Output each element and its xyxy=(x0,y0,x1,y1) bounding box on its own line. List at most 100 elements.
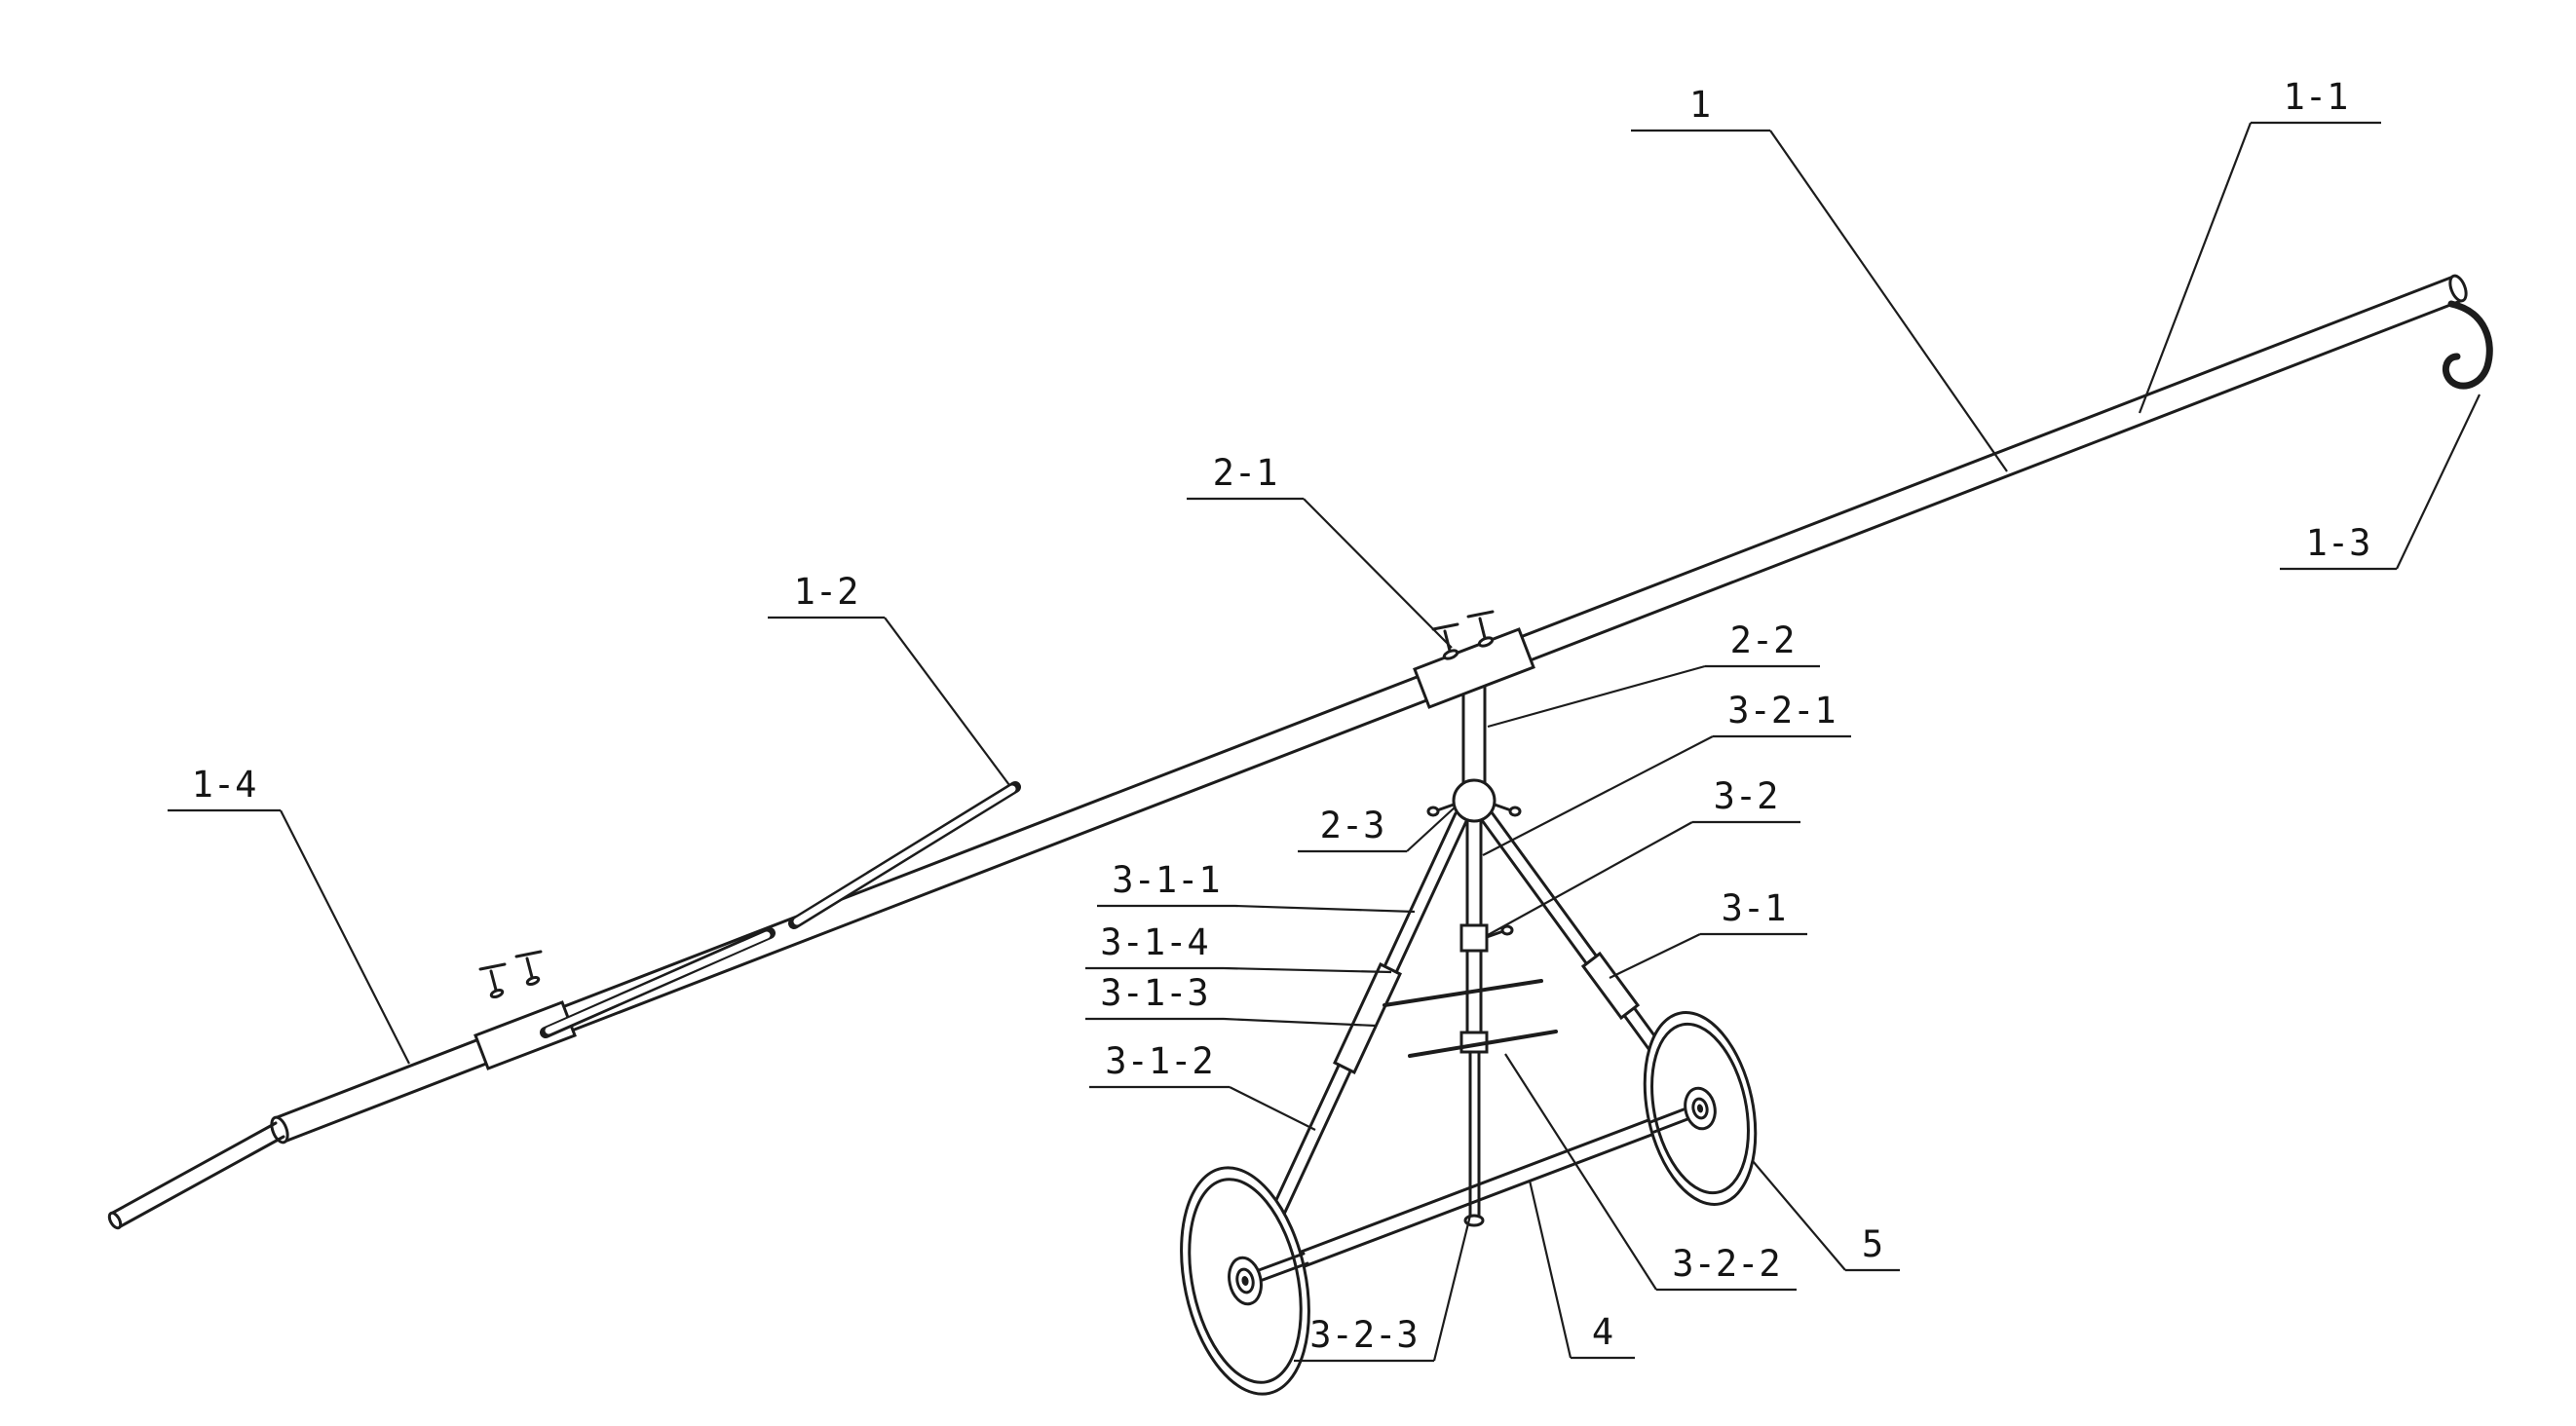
leader-line xyxy=(1528,1180,1572,1359)
part-label: 2-3 xyxy=(1320,805,1385,846)
right-leg-sleeve xyxy=(1580,951,1641,1021)
part-label: 4 xyxy=(1592,1311,1613,1353)
screw-base-icon xyxy=(525,975,541,987)
part-label: 1-3 xyxy=(2306,522,2371,564)
part-label: 2-2 xyxy=(1730,619,1796,661)
callout-1-4: 1-4 xyxy=(168,764,410,1065)
screw-base-icon xyxy=(1500,924,1514,936)
callout-1-1: 1-1 xyxy=(2138,76,2381,414)
leader-line xyxy=(1303,498,1453,649)
extension-clamp xyxy=(474,950,577,1070)
spreader-bars xyxy=(1383,979,1558,1058)
leader-line xyxy=(1487,664,1706,729)
part-label: 1-4 xyxy=(192,764,257,806)
left-leg xyxy=(1242,811,1469,1277)
support-post xyxy=(1461,680,1487,787)
part-label: 1-1 xyxy=(2284,76,2349,118)
collar-wing-screw xyxy=(1485,929,1505,939)
boom-top-cap xyxy=(2448,274,2468,303)
screw-base-icon xyxy=(1442,649,1459,660)
leader-line xyxy=(1223,1017,1377,1028)
spreader-bar-tubes xyxy=(1383,979,1558,1058)
callout-3-1-4: 3-1-4 xyxy=(1085,921,1392,974)
extension-clamp-screws xyxy=(478,950,543,995)
callout-2-2: 2-2 xyxy=(1487,619,1820,729)
leader-line xyxy=(1432,1215,1472,1362)
leader-line xyxy=(2138,122,2253,414)
part-label: 1-2 xyxy=(794,571,859,613)
leader-line xyxy=(1609,933,1701,979)
callout-1-2: 1-2 xyxy=(768,571,1010,786)
center-leg xyxy=(1459,816,1514,1227)
callout-2-1: 2-1 xyxy=(1187,452,1453,649)
callout-3-2-2: 3-2-2 xyxy=(1504,1053,1797,1292)
callout-5: 5 xyxy=(1752,1160,1900,1272)
callout-3-1-3: 3-1-3 xyxy=(1085,972,1377,1028)
leader-line xyxy=(1223,966,1392,974)
apparatus xyxy=(107,274,2493,1396)
callout-3-2: 3-2 xyxy=(1487,775,1800,936)
part-label: 3-2-2 xyxy=(1672,1243,1780,1285)
screw-base-icon xyxy=(1477,636,1495,648)
extension-tube-edges xyxy=(109,1121,285,1229)
leader-line xyxy=(884,617,1010,786)
part-label: 3-2-3 xyxy=(1309,1314,1418,1356)
part-label: 3-2 xyxy=(1714,775,1779,817)
right-hub-center xyxy=(1696,1104,1704,1113)
extension-end-cap xyxy=(107,1211,123,1230)
ball-wing-screws xyxy=(1435,803,1513,812)
leader-line xyxy=(1752,1160,1846,1271)
center-leg-inner-tube xyxy=(1468,1050,1481,1220)
callout-2-3: 2-3 xyxy=(1298,805,1456,853)
leader-line xyxy=(1229,1086,1316,1131)
leader-line xyxy=(1487,821,1693,936)
leader-line xyxy=(1406,807,1456,852)
part-label: 3-1 xyxy=(1722,887,1787,929)
ball-joint xyxy=(1426,778,1522,823)
right-wheel xyxy=(1643,1011,1758,1206)
axle xyxy=(1240,1100,1705,1290)
leader-line xyxy=(1482,735,1714,856)
part-label: 5 xyxy=(1862,1223,1883,1265)
callout-3-1-1: 3-1-1 xyxy=(1097,859,1416,914)
hook xyxy=(2442,300,2493,390)
leader-line xyxy=(1234,904,1416,914)
part-label: 3-1-4 xyxy=(1100,921,1208,963)
part-label: 3-1-3 xyxy=(1100,972,1208,1014)
center-leg-upper-collar xyxy=(1459,923,1489,953)
boom-extension xyxy=(107,1121,285,1230)
callout-3-1-2: 3-1-2 xyxy=(1089,1040,1316,1131)
callout-1-3: 1-3 xyxy=(2280,394,2481,571)
callout-3-1: 3-1 xyxy=(1609,887,1807,979)
part-label: 2-1 xyxy=(1213,452,1278,494)
axle-tube xyxy=(1240,1100,1705,1290)
left-axle-stub xyxy=(1257,1252,1309,1282)
callout-3-2-1: 3-2-1 xyxy=(1482,690,1851,856)
leader-line xyxy=(2396,394,2481,570)
post-tube xyxy=(1461,680,1487,787)
part-label: 3-2-1 xyxy=(1727,690,1836,732)
boom-hook xyxy=(2442,300,2493,390)
boom-tube-edges xyxy=(273,275,2465,1144)
left-leg-sleeve xyxy=(1333,961,1402,1075)
leader-line xyxy=(1504,1053,1657,1291)
screw-base-icon xyxy=(1426,806,1440,817)
left-hub-center xyxy=(1241,1276,1249,1286)
screw-base-icon xyxy=(1508,806,1522,817)
callouts: 1 1-1 1-3 2-1 1-2 2-2 xyxy=(168,76,2481,1363)
leader-line xyxy=(1769,130,2008,472)
screw-base-icon xyxy=(489,988,505,999)
part-label: 3-1-2 xyxy=(1105,1040,1213,1082)
ball xyxy=(1452,778,1496,823)
left-wheel xyxy=(1180,1166,1310,1396)
near-handle-fill xyxy=(545,931,771,1034)
far-handle-fill xyxy=(793,785,1016,925)
part-label: 1 xyxy=(1689,84,1711,126)
callout-3-2-3: 3-2-3 xyxy=(1294,1215,1472,1363)
handles xyxy=(540,781,1021,1038)
extension-clamp-sleeve xyxy=(474,1000,577,1070)
part-label: 3-1-1 xyxy=(1112,859,1220,901)
callout-4: 4 xyxy=(1528,1180,1635,1360)
